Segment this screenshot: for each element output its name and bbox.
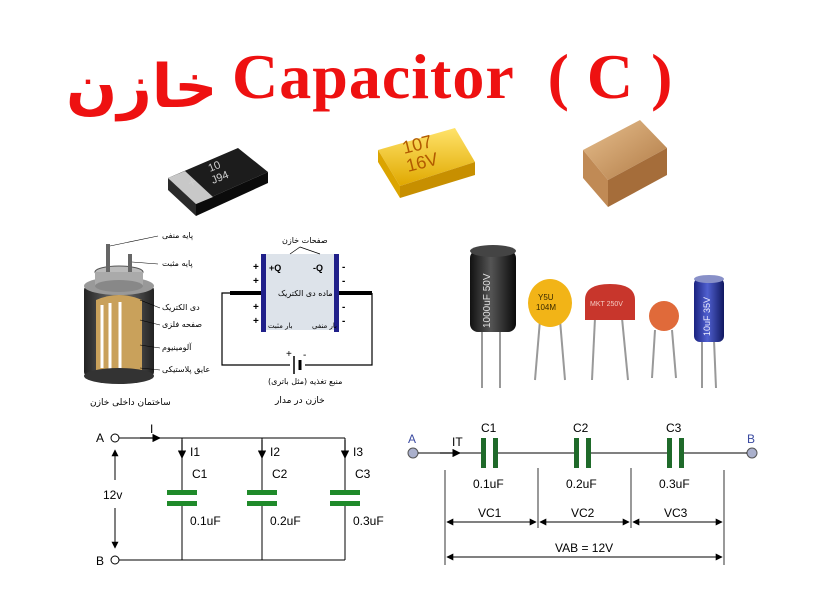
small-electrolytic-marking: 10uF 35V [702, 297, 712, 336]
branch-3-current: I3 [353, 445, 363, 459]
title-banner: خازن Capacitor ( C ) [0, 22, 829, 122]
source-label: منبع تغذیه (مثل باتری) [268, 377, 342, 386]
ceramic-marking-2: 104M [536, 303, 556, 312]
series-node-b: B [747, 432, 755, 446]
plate-charges: + + + + - - - - [253, 262, 345, 327]
film-marking: MKT 250V [590, 301, 623, 308]
series-labels: A B IT C1 C2 C3 0.1uF 0.2uF 0.3uF VC1 VC… [408, 421, 755, 555]
parallel-voltage: 12v [103, 488, 122, 502]
branch-3-value: 0.3uF [353, 514, 384, 528]
smd-marking-1: 10 [207, 159, 223, 175]
svg-text:+: + [253, 302, 259, 313]
internal-structure-caption: ساختمان داخلی خازن [90, 398, 171, 408]
svg-text:-: - [342, 276, 345, 287]
label-negative-lead: پایه منفی [162, 231, 193, 240]
label-metal-plate: صفحه فلزی [162, 320, 202, 329]
branch-2-current: I2 [270, 445, 280, 459]
series-vc3: VC3 [664, 506, 688, 520]
branch-1-value: 0.1uF [190, 514, 221, 528]
label-aluminum: آلومینیوم [162, 342, 192, 352]
negative-charge-label: بار منفی [312, 322, 337, 330]
branch-1-name: C1 [192, 467, 208, 481]
dielectric-label: ماده دی الکتریک [278, 289, 333, 298]
parallel-node-a: A [96, 431, 104, 445]
parallel-current: I [150, 422, 153, 436]
series-current: IT [452, 435, 463, 449]
series-total-voltage: VAB = 12V [555, 541, 613, 555]
branch-3-name: C3 [355, 467, 371, 481]
ceramic-chip-capacitor [583, 120, 667, 207]
parallel-labels: A B I 12v I1 C1 0.1uF I2 C2 0.2uF I3 C3 … [96, 422, 384, 568]
electrolytic-capacitor: 1000uF 50V [470, 245, 516, 388]
series-cap-3-name: C3 [666, 421, 682, 435]
series-cap-1-name: C1 [481, 421, 497, 435]
label-positive-lead: پایه مثبت [162, 259, 193, 268]
series-vc1: VC1 [478, 506, 502, 520]
plus-q-label: +Q [269, 263, 281, 273]
plates-label: صفحات خازن [282, 236, 328, 245]
series-circuit [407, 438, 758, 565]
smd-black-capacitor: 10 J94 + [168, 148, 268, 216]
svg-text:-: - [342, 302, 345, 313]
capacitor-circuit-diagram: + - صفحات خازن +Q -Q ماده دی الکتریک +++… [221, 236, 373, 406]
svg-text:-: - [342, 262, 345, 273]
svg-text:+: + [253, 316, 259, 327]
svg-text:+: + [253, 262, 259, 273]
series-cap-2-name: C2 [573, 421, 589, 435]
battery-minus-icon: - [303, 350, 306, 361]
capacitor-internal-structure: پایه منفی پایه مثبت دی الکتریک صفحه فلزی… [84, 231, 210, 408]
series-cap-3-value: 0.3uF [659, 477, 690, 491]
branch-1-current: I1 [190, 445, 200, 459]
branch-2-value: 0.2uF [270, 514, 301, 528]
film-capacitor: MKT 250V [585, 284, 635, 381]
series-cap-1-value: 0.1uF [473, 477, 504, 491]
title-english: Capacitor ( C ) [232, 41, 674, 112]
parallel-node-b: B [96, 554, 104, 568]
title-persian: خازن [66, 52, 218, 122]
ceramic-marking-1: Y5U [538, 293, 554, 302]
circuit-caption: خازن در مدار [274, 396, 325, 406]
svg-text:-: - [342, 316, 345, 327]
battery-plus-icon: + [286, 349, 292, 360]
series-node-a: A [408, 432, 416, 446]
parallel-circuit [110, 433, 360, 565]
small-electrolytic-capacitor: 10uF 35V [694, 275, 724, 389]
series-vc2: VC2 [571, 506, 595, 520]
electrolytic-marking: 1000uF 50V [482, 273, 493, 328]
ceramic-disc-capacitor: Y5U 104M [528, 279, 572, 381]
series-cap-2-value: 0.2uF [566, 477, 597, 491]
label-dielectric: دی الکتریک [162, 303, 200, 312]
small-ceramic-capacitor [649, 301, 679, 379]
label-plastic-insulator: عایق پلاستیکی [162, 365, 210, 374]
positive-charge-label: بار مثبت [268, 322, 293, 330]
branch-2-name: C2 [272, 467, 288, 481]
minus-q-label: -Q [313, 263, 323, 273]
svg-text:+: + [253, 276, 259, 287]
tantalum-capacitor: 107 16V [378, 128, 475, 198]
